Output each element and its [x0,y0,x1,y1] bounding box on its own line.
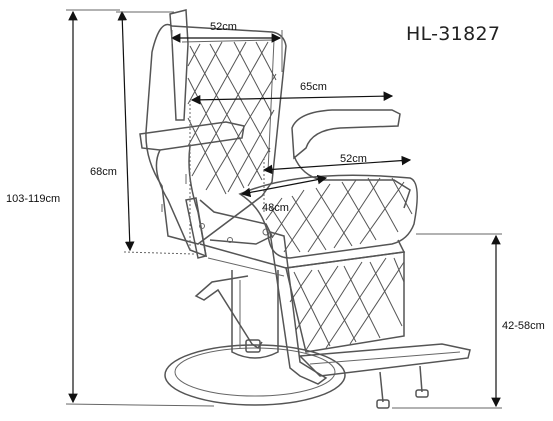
seat-height-dimension: 42-58cm [392,233,545,409]
backrest-width-label: 52cm [210,21,237,33]
backrest-quilting [187,41,277,195]
seat-depth-dimension: 48cm [240,174,328,214]
overall-depth-label: 65cm [300,81,327,93]
seat-width-label: 52cm [340,153,367,165]
seat-height-label: 42-58cm [502,320,545,332]
base-plate [164,344,346,406]
right-armrest [291,109,401,160]
arm-support-bar [185,197,207,259]
seat-quilting [265,177,413,253]
total-height-label: 103-119cm [6,193,60,205]
seat-cushion [238,174,418,259]
pump-pedal [194,275,263,350]
front-panel-quilting [289,257,405,351]
backrest-width-dimension: 52cm [170,21,283,72]
footrest-plate [298,343,471,377]
hydraulic-column [231,270,279,359]
left-armrest [139,121,245,151]
back-height-dimension: 68cm [90,10,195,255]
footrest-support [269,230,328,385]
back-height-label: 68cm [90,166,117,178]
seat-depth-label: 48cm [262,202,289,214]
model-code: HL-31827 [406,23,500,45]
base-plate-inner [174,347,336,397]
total-height-dimension: 103-119cm [6,9,215,407]
overall-depth-dimension: 65cm [189,81,394,250]
